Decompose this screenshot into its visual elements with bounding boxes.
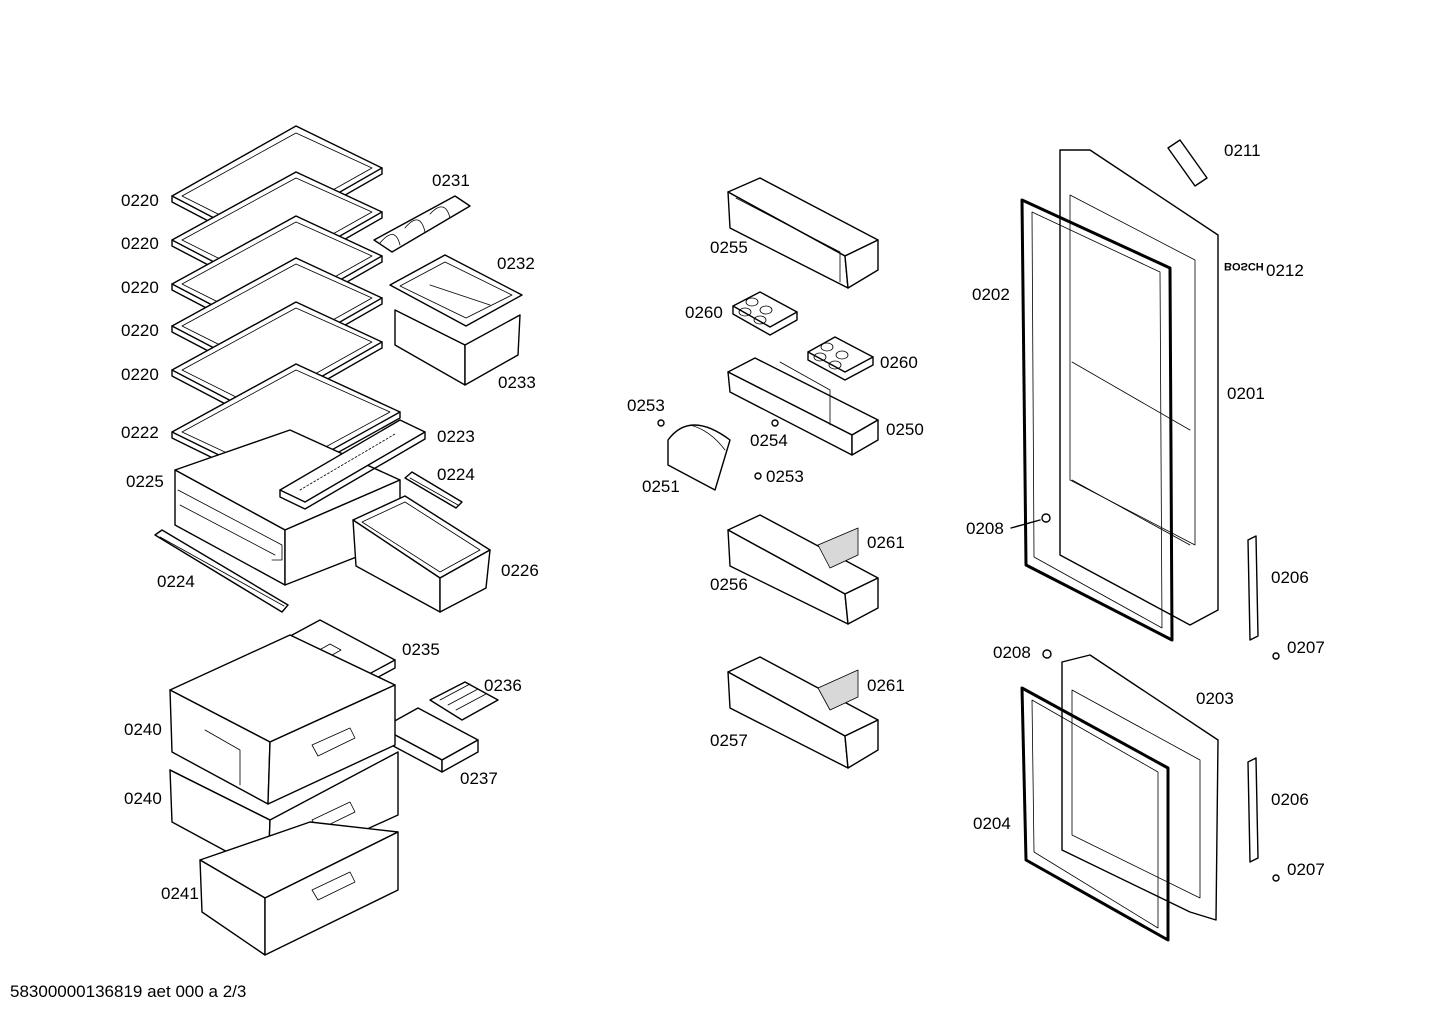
label-0233: 0233 <box>498 373 536 392</box>
label-0207-1: 0207 <box>1287 638 1325 657</box>
label-0260-2: 0260 <box>880 353 918 372</box>
label-0208-2: 0208 <box>993 643 1031 662</box>
label-0212: 0212 <box>1266 261 1304 280</box>
label-0232: 0232 <box>497 254 535 273</box>
label-0261-2: 0261 <box>867 676 905 695</box>
label-0254: 0254 <box>750 431 788 450</box>
divider-0261-a <box>817 527 859 569</box>
label-0220-3: 0220 <box>121 278 159 297</box>
label-0225: 0225 <box>126 472 164 491</box>
label-0206-2: 0206 <box>1271 790 1309 809</box>
label-0253-2: 0253 <box>766 467 804 486</box>
label-0231: 0231 <box>432 171 470 190</box>
label-0260-1: 0260 <box>685 303 723 322</box>
door-shelf-0255 <box>727 177 879 289</box>
ice-cube-tray-0236 <box>429 681 499 721</box>
air-cover-0223 <box>279 419 426 510</box>
drawer-rail-0224-right <box>404 471 463 509</box>
fridge-door-gasket-0202 <box>1020 198 1174 642</box>
label-0236: 0236 <box>484 676 522 695</box>
label-0208-1: 0208 <box>966 519 1004 538</box>
label-0253-1: 0253 <box>627 396 665 415</box>
door-shelf-0257 <box>727 656 879 769</box>
label-0207-2: 0207 <box>1287 860 1325 879</box>
freezer-door-gasket-0204 <box>1020 686 1170 942</box>
label-0224-right: 0224 <box>437 465 475 484</box>
label-0256: 0256 <box>710 575 748 594</box>
label-0255: 0255 <box>710 238 748 257</box>
label-0257: 0257 <box>710 731 748 750</box>
label-0211: 0211 <box>1224 141 1261 160</box>
screw-0208-a <box>1041 513 1051 523</box>
hinge-0206-upper <box>1247 535 1259 641</box>
label-0261-1: 0261 <box>867 533 905 552</box>
freezer-drawer-0240-upper <box>169 634 396 805</box>
egg-tray-0260-b <box>807 336 874 381</box>
bosch-logo: BOSCH <box>1224 260 1264 272</box>
bottle-rack-0231 <box>373 195 471 253</box>
pin-0254 <box>771 419 779 427</box>
label-0241: 0241 <box>161 884 199 903</box>
label-0220-1: 0220 <box>121 191 159 210</box>
label-0240-1: 0240 <box>124 720 162 739</box>
pin-0253-a <box>657 419 665 427</box>
washer-0207-upper <box>1272 652 1280 660</box>
washer-0207-lower <box>1272 874 1280 882</box>
label-0206-1: 0206 <box>1271 568 1309 587</box>
freezer-door-0203 <box>1061 654 1219 921</box>
door-shelf-0250 <box>727 357 879 456</box>
pin-0253-b <box>754 472 762 480</box>
label-0226: 0226 <box>501 561 539 580</box>
freezer-drawer-0241 <box>199 821 399 956</box>
label-0251: 0251 <box>642 477 680 496</box>
label-0223: 0223 <box>437 427 475 446</box>
fridge-door-0201 <box>1059 149 1219 626</box>
label-0237: 0237 <box>460 769 498 788</box>
flap-0251 <box>667 424 731 491</box>
bin-frame-0232 <box>389 254 523 327</box>
label-0201: 0201 <box>1227 384 1265 403</box>
label-0220-5: 0220 <box>121 365 159 384</box>
label-0202: 0202 <box>972 285 1010 304</box>
storage-box-0226 <box>352 495 491 613</box>
label-0222: 0222 <box>121 423 159 442</box>
label-0220-2: 0220 <box>121 234 159 253</box>
drawing-number-footer: 58300000136819 aet 000 a 2/3 <box>10 982 247 1001</box>
label-0220-4: 0220 <box>121 321 159 340</box>
door-shelf-0256 <box>727 514 879 625</box>
label-0250: 0250 <box>886 420 924 439</box>
label-0204: 0204 <box>973 814 1011 833</box>
storage-bin-0233 <box>394 284 521 386</box>
label-0240-2: 0240 <box>124 789 162 808</box>
drawer-rail-0224-left <box>154 529 289 613</box>
hinge-0206-lower <box>1247 757 1259 863</box>
divider-0261-b <box>817 669 859 711</box>
screw-0208-b <box>1042 649 1052 659</box>
egg-tray-0260-a <box>732 291 798 336</box>
label-0224-left: 0224 <box>157 572 195 591</box>
handle-cover-0211 <box>1167 139 1208 187</box>
label-0235: 0235 <box>402 640 440 659</box>
label-0203: 0203 <box>1196 689 1234 708</box>
cold-accumulator-0237 <box>381 707 479 773</box>
